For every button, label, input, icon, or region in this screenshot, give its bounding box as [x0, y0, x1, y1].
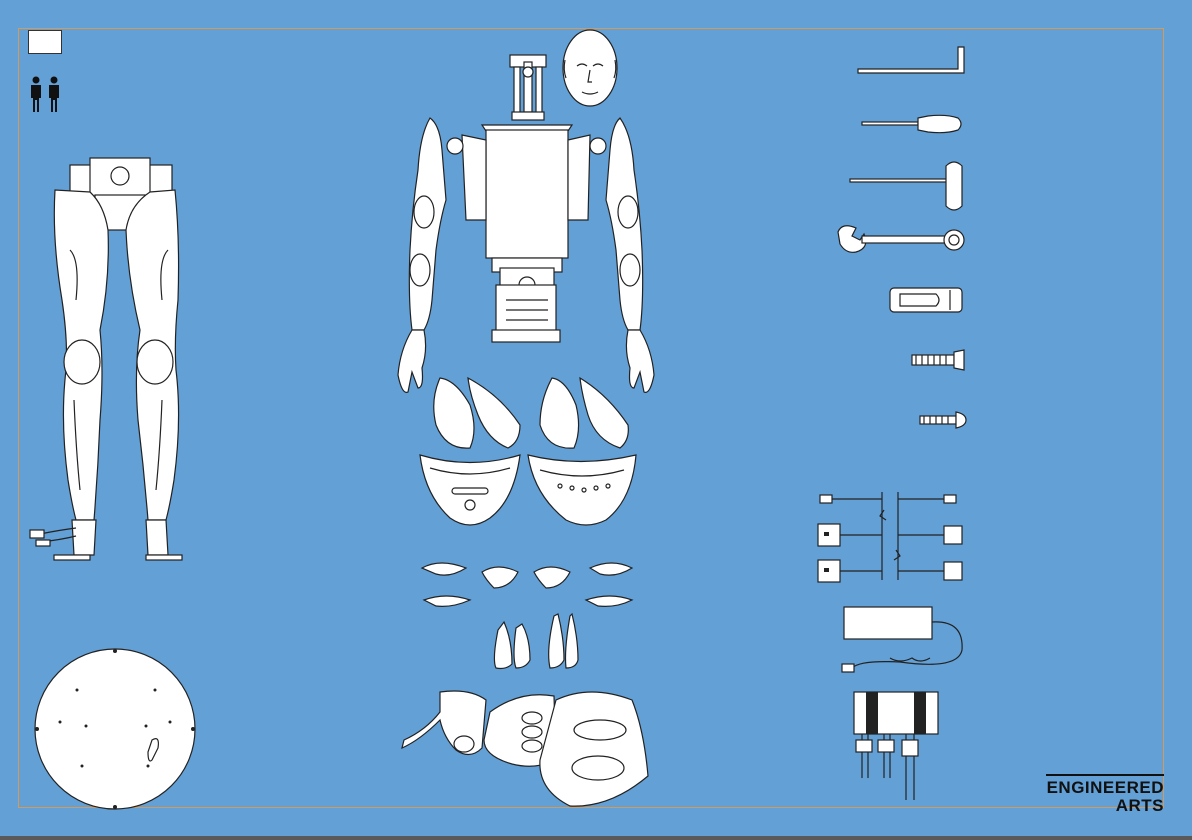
engineered-arts-logo: ENGINEERED ARTS — [1046, 774, 1164, 815]
left-arm — [398, 118, 446, 392]
allen-key-icon — [858, 47, 964, 73]
thigh-covers — [434, 378, 629, 448]
power-supply-icon — [842, 607, 962, 672]
button-head-screw-icon — [920, 412, 966, 428]
combination-wrench-icon — [838, 226, 964, 253]
power-cable-icon — [818, 560, 962, 582]
logo-line-1: ENGINEERED — [1046, 779, 1164, 797]
bottom-edge-bar — [0, 836, 1192, 840]
torso — [447, 125, 606, 272]
logo-rule — [1046, 774, 1164, 776]
joint-covers — [422, 563, 632, 606]
logo-line-2: ARTS — [1046, 797, 1164, 815]
power-distribution-icon — [854, 692, 938, 800]
small-shell-pieces — [494, 614, 578, 669]
hip-mechanism — [492, 268, 560, 342]
legs-assembly — [30, 158, 182, 560]
pelvis-covers — [420, 455, 636, 525]
neck-mechanism — [510, 55, 546, 120]
bracket-icon — [890, 288, 962, 312]
head — [563, 30, 617, 106]
chest-covers — [402, 691, 648, 806]
right-arm — [606, 118, 654, 392]
screwdriver-icon — [862, 115, 961, 132]
cable-break-marks — [880, 492, 900, 580]
power-cable-icon — [818, 524, 962, 546]
base-plate — [35, 649, 195, 809]
countersunk-screw-icon — [912, 350, 964, 370]
t-handle-hex-key-icon — [850, 162, 962, 210]
ethernet-cable-icon — [820, 495, 956, 503]
